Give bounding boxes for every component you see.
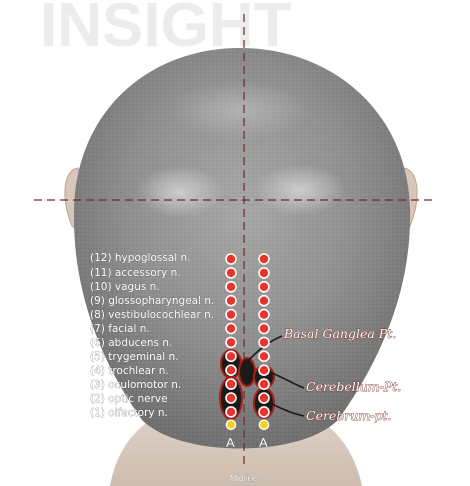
nerve-label-6: (6) abducens n. (90, 337, 172, 349)
cerebrum-label: Cerebrum-pt. (306, 408, 391, 423)
nerve-label-9: (9) glossopharyngeal n. (90, 295, 214, 307)
acupoint-dot-left-12 (226, 407, 236, 417)
acupoint-dot-left-10 (226, 379, 236, 389)
nerve-label-8: (8) vestibulocochlear n. (90, 309, 214, 321)
midline-label: Midline (230, 473, 257, 483)
yellow-dot-left (226, 420, 235, 429)
acupoint-dot-right-3 (259, 282, 269, 292)
nerve-label-10: (10) vagus n. (90, 281, 160, 293)
acupoint-dot-right-2 (259, 268, 269, 278)
hair-highlight-top (170, 80, 310, 140)
acupoint-dot-left-11 (226, 393, 236, 403)
column-label-left: A (226, 435, 235, 450)
nerve-label-7: (7) facial n. (90, 323, 150, 335)
acupoint-dot-right-1 (259, 254, 269, 264)
nerve-label-11: (11) accessory n. (90, 267, 181, 279)
acupoint-dot-left-5 (226, 310, 236, 320)
acupoint-dot-right-4 (259, 296, 269, 306)
nerve-label-1: (1) olfactory n. (90, 407, 168, 419)
acupoint-dot-right-9 (259, 365, 269, 375)
acupoint-dot-right-10 (259, 379, 269, 389)
yellow-dot-right (259, 420, 268, 429)
acupoint-dot-right-7 (259, 337, 269, 347)
cerebellum-label: Cerebellum-Pt. (306, 379, 401, 394)
hair-highlight-right (254, 164, 346, 216)
acupoint-dot-right-8 (259, 351, 269, 361)
acupoint-dot-left-6 (226, 324, 236, 334)
nerve-label-5: (5) trygeminal n. (90, 351, 178, 363)
acupoint-dot-right-6 (259, 324, 269, 334)
acupoint-dot-left-1 (226, 254, 236, 264)
acupoint-dot-left-9 (226, 365, 236, 375)
acupoint-dot-left-2 (226, 268, 236, 278)
acupoint-dot-right-5 (259, 310, 269, 320)
basal-ganglia-label: Basal Ganglea Pt. (283, 326, 396, 341)
acupoint-dot-left-8 (226, 351, 236, 361)
nerve-label-2: (2) optic nerve (90, 393, 168, 405)
nerve-label-3: (3) oculomotor n. (90, 379, 181, 391)
acupoint-dot-left-3 (226, 282, 236, 292)
acupoint-dot-right-11 (259, 393, 269, 403)
hair-highlight-left (136, 166, 224, 218)
nerve-label-12: (12) hypoglossal n. (90, 252, 191, 264)
acupoint-dot-right-12 (259, 407, 269, 417)
column-label-right: A (259, 435, 268, 450)
nerve-label-4: (4) trochlear n. (90, 365, 169, 377)
acupoint-dot-left-4 (226, 296, 236, 306)
acupoint-dot-left-7 (226, 337, 236, 347)
